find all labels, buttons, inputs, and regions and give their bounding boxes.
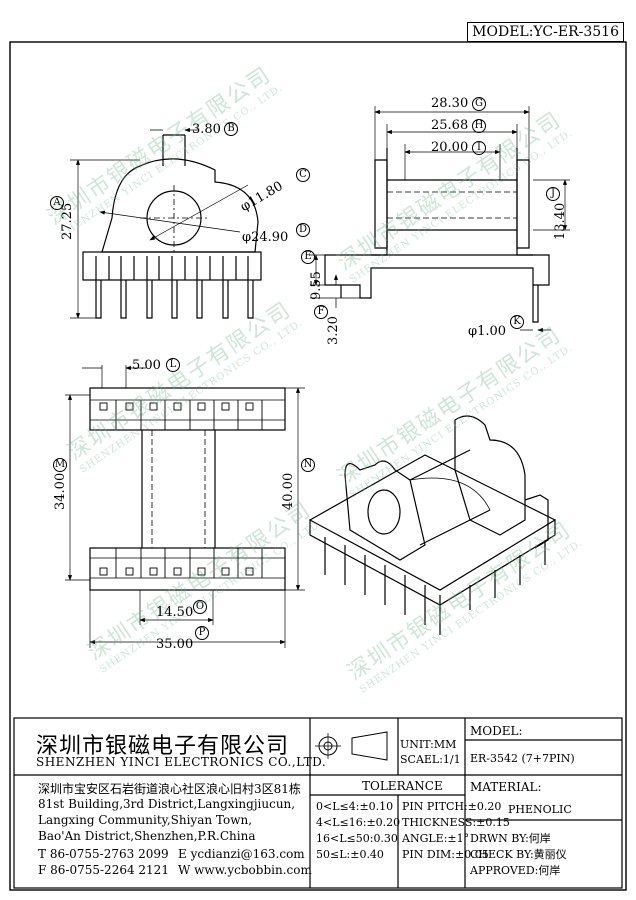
dim-value-o: 14.50 xyxy=(156,605,194,620)
front-view xyxy=(70,130,262,319)
dim-letter-p: P xyxy=(195,626,209,640)
company-name-cn: 深圳市银磁电子有限公司 xyxy=(36,734,290,759)
side-view xyxy=(310,106,570,330)
approved-by: APPROVED:何岸 xyxy=(470,864,561,877)
dim-value-n: 40.00 xyxy=(281,472,296,510)
dim-letter-k: K xyxy=(510,315,524,329)
address-line: Bao'An District,Shenzhen,P.R.China xyxy=(38,829,256,843)
dim-value-p: 35.00 xyxy=(156,637,194,652)
dim-letter-m: M xyxy=(53,458,67,472)
tolerance-title: TOLERANCE xyxy=(362,779,443,793)
dim-letter-d: D xyxy=(296,223,310,237)
dim-letter-i: I xyxy=(472,141,486,155)
phone: T 86-0755-2763 2099 xyxy=(38,847,169,861)
checked-by: CHECK BY:黄丽仪 xyxy=(470,848,567,861)
model-label: MODEL: xyxy=(470,724,523,738)
address-line: Langxing Community,Shiyan Town, xyxy=(38,813,253,827)
tolerance-row: 50≤L:±0.40 xyxy=(316,848,384,861)
fax: F 86-0755-2264 2121 xyxy=(38,863,169,877)
tolerance-row: 4<L≤16:±0.20 xyxy=(316,816,401,829)
scale: SCAEL:1/1 xyxy=(400,753,461,766)
tolerance-row: 0<L≤4:±0.10 xyxy=(316,800,394,813)
dim-value-h: 25.68 xyxy=(431,118,469,133)
dim-value-g: 28.30 xyxy=(431,96,469,111)
dim-letter-l: L xyxy=(166,358,180,372)
address-line: 深圳市宝安区石岩街道浪心社区浪心旧村3区81栋 xyxy=(38,782,301,796)
dim-letter-n: N xyxy=(301,458,315,472)
pin-spec-row: PIN DIM:±0.05 xyxy=(402,848,489,861)
dim-value-d: φ24.90 xyxy=(242,230,289,245)
dim-value-f: 3.20 xyxy=(326,316,341,345)
pin-spec-row: PIN PITCH:±0.20 xyxy=(402,800,502,813)
material-label: MATERIAL: xyxy=(470,780,542,794)
model-header: MODEL:YC-ER-3516 xyxy=(467,22,624,42)
drawing-frame xyxy=(9,41,627,891)
dim-value-l: 5.00 xyxy=(132,358,161,373)
isometric-view xyxy=(309,415,556,635)
dim-letter-h: H xyxy=(472,119,486,133)
model-value: ER-3542 (7+7PIN) xyxy=(470,752,575,765)
address-line: 81st Building,3rd District,Langxingjiucu… xyxy=(38,797,296,811)
dim-letter-b: B xyxy=(224,122,238,136)
pin-spec-row: ANGLE:±1° xyxy=(402,832,470,845)
bottom-view xyxy=(65,365,305,648)
dim-value-a: 27.25 xyxy=(60,202,75,240)
drawn-by: DRWN BY:何岸 xyxy=(470,832,551,845)
email: E ycdianzi@163.com xyxy=(178,847,305,861)
dim-letter-a: A xyxy=(50,196,64,210)
tolerance-row: 16<L≤50:0.30 xyxy=(316,832,398,845)
dim-letter-j: J xyxy=(546,187,560,201)
unit: UNIT:MM xyxy=(400,738,457,751)
dim-value-m: 34.00 xyxy=(53,472,68,510)
dim-letter-o: O xyxy=(193,600,207,614)
dim-letter-c: C xyxy=(296,168,310,182)
title-block-grid xyxy=(13,717,623,889)
dim-value-i: 20.00 xyxy=(431,140,469,155)
dim-value-e: 9.55 xyxy=(309,271,324,300)
dim-value-b: 3.80 xyxy=(192,122,221,137)
website: W www.ycbobbin.com xyxy=(178,863,312,877)
dim-letter-g: G xyxy=(472,97,486,111)
company-name-en: SHENZHEN YINCI ELECTRONICS CO.,LTD. xyxy=(36,755,327,769)
dim-value-j: 13.40 xyxy=(553,202,568,240)
dim-value-k: φ1.00 xyxy=(468,324,507,339)
material-value: PHENOLIC xyxy=(508,803,572,816)
dim-letter-e: E xyxy=(301,250,315,264)
pin-spec-row: THICKNESS:±0.15 xyxy=(402,816,510,829)
dim-letter-f: F xyxy=(314,305,328,319)
